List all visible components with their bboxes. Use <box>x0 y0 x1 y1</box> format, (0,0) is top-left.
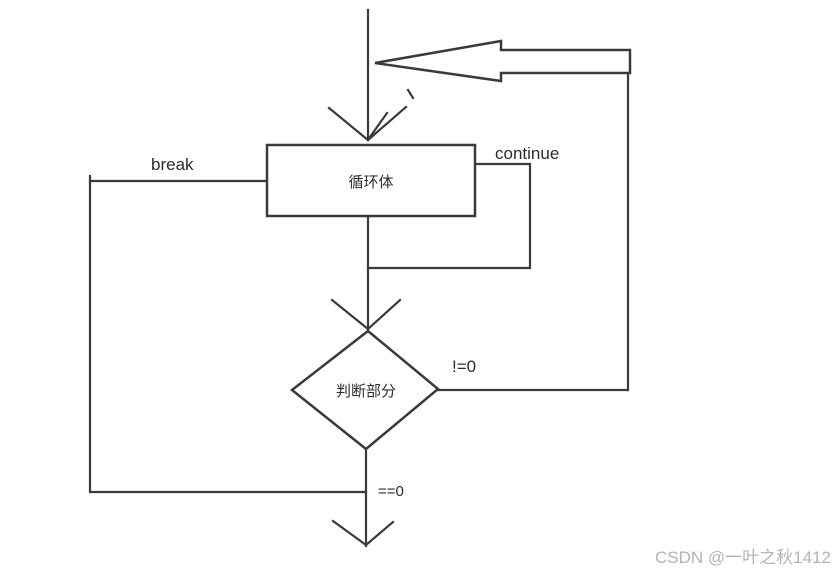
condition-node <box>289 329 440 451</box>
condition-arrowhead-icon <box>330 298 402 331</box>
continue-path <box>366 162 532 270</box>
loop-body-node <box>265 143 477 218</box>
break-label: break <box>151 155 194 174</box>
loop-back-hollow-arrow-icon <box>374 39 632 83</box>
watermark-text: CSDN @一叶之秋1412 <box>655 548 831 567</box>
break-path <box>88 179 368 494</box>
condition-label: 判断部分 <box>336 383 396 400</box>
not-equal-label: !=0 <box>452 357 476 376</box>
continue-label: continue <box>495 144 559 163</box>
exit-arrowhead-icon <box>331 519 395 547</box>
loop-body-label: 循环体 <box>348 174 393 191</box>
equal-label: ==0 <box>378 483 404 500</box>
entry-arrowhead-icon <box>327 105 408 142</box>
stray-pen-mark <box>406 88 415 100</box>
entry-arrowhead-double-stroke <box>368 111 389 139</box>
